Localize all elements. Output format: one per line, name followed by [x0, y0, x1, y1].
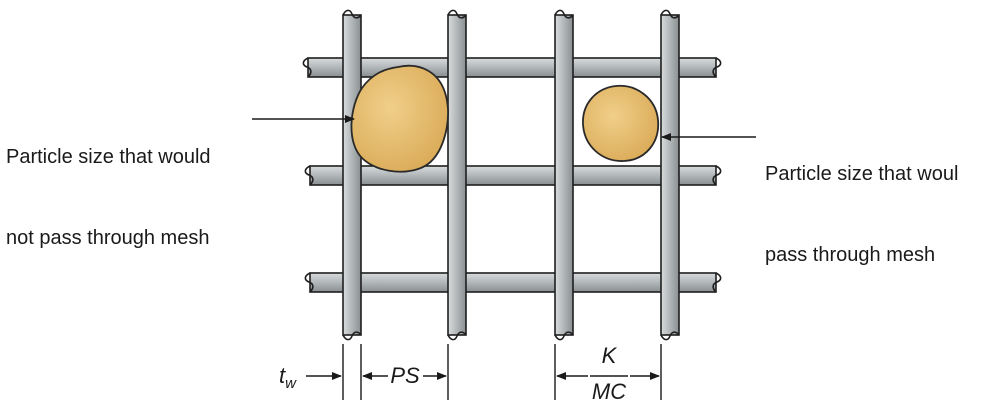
large-particle: [350, 64, 449, 173]
small-particle: [582, 85, 659, 162]
tw-label-main: t: [279, 363, 286, 388]
fraction-numerator: K: [602, 343, 618, 368]
vertical-wire-1: [342, 9, 362, 341]
right-callout-line2: pass through mesh: [765, 244, 936, 266]
left-callout-line1: Particle size that would: [6, 146, 211, 168]
horizontal-wire-top: [302, 57, 722, 78]
fraction-denominator: MC: [592, 379, 626, 404]
dimension-lines: [342, 344, 662, 400]
horizontal-wire-middle: [304, 165, 722, 186]
right-callout-text: Particle size that woul pass through mes…: [765, 107, 958, 323]
vertical-wire-3: [554, 9, 574, 341]
tw-label-sub: w: [285, 375, 297, 392]
horizontal-wire-bottom: [304, 272, 722, 293]
left-callout-line2: not pass through mesh: [6, 227, 210, 249]
vertical-wire-2: [447, 9, 467, 341]
right-callout-line1: Particle size that woul: [765, 163, 959, 185]
vertical-wires: [342, 9, 680, 341]
left-callout-text: Particle size that would not pass throug…: [6, 90, 211, 306]
vertical-wire-4: [660, 9, 680, 341]
tw-label: tw: [279, 363, 297, 392]
ps-label: PS: [390, 363, 420, 388]
